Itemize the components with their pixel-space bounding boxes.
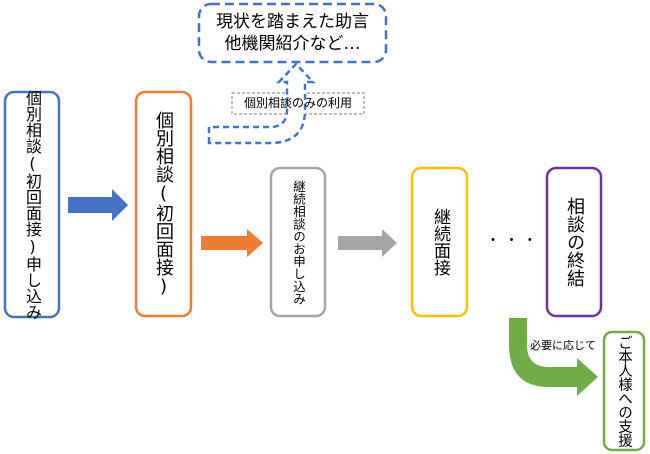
node-initial-consultation-label: 個別相談(初回面接)	[153, 111, 174, 297]
ellipsis-dots: ・ ・ ・	[486, 233, 537, 249]
arrow-orange	[201, 229, 263, 257]
advice-line-2: 他機関紹介など…	[224, 34, 361, 54]
node-consultation-end-label: 相談の終結	[564, 197, 585, 287]
node-initial-application	[3, 90, 61, 319]
arrow-dashed-blue	[207, 62, 316, 145]
node-personal-support-label: ご本人様への支援	[616, 335, 632, 447]
advice-line-1: 現状を踏まえた助言	[216, 12, 369, 32]
node-continuing-application-label: 継続相談のお申し込み	[291, 179, 306, 305]
node-continuing-interview-label: 継続面接	[430, 208, 450, 276]
node-initial-application-label: 個別相談(初回面接)申し込み	[23, 89, 42, 320]
arrow-green	[509, 318, 598, 396]
node-initial-consultation	[134, 90, 193, 318]
node-consultation-end	[545, 166, 603, 318]
node-advice-referral	[197, 2, 388, 64]
label-consultation-only: 個別相談のみの利用	[243, 96, 352, 110]
arrow-gray	[338, 229, 397, 257]
label-as-needed: 必要に応じて	[530, 339, 596, 352]
arrow-blue	[68, 189, 128, 221]
node-personal-support	[602, 330, 646, 452]
node-continuing-application	[269, 166, 327, 318]
node-continuing-interview	[410, 166, 469, 318]
